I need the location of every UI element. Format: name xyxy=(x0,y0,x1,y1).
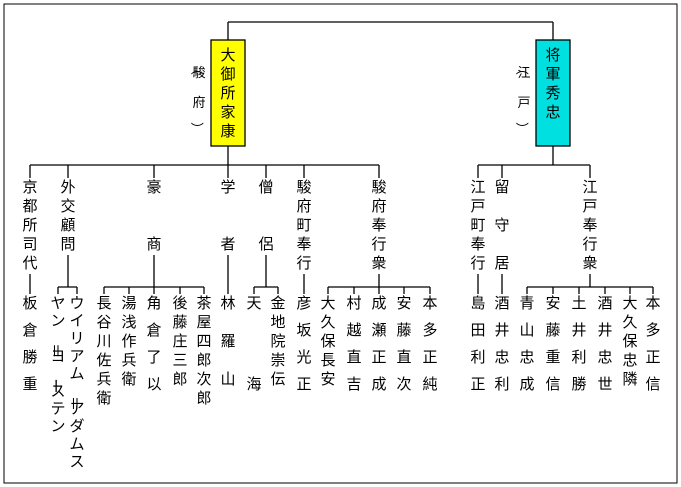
ieyasu-member-4-0: 金地院崇伝 xyxy=(270,294,285,388)
ieyasu-member-2-2: 角倉了以 xyxy=(146,294,161,393)
ieyasu-member-6-2: 成瀬正成 xyxy=(371,294,386,393)
hidetada-member-2-0: 本多正信 xyxy=(645,294,660,393)
ieyasu-title: 大御所家康 xyxy=(220,46,235,140)
hidetada-member-2-3: 土井利勝 xyxy=(571,294,586,393)
ieyasu-place: （駿 府） xyxy=(188,62,205,135)
ieyasu-member-6-4: 大久保長安 xyxy=(320,294,335,388)
hidetada-box xyxy=(535,39,571,147)
ieyasu-member-2-3: 湯浅作兵衛 xyxy=(121,294,136,388)
ieyasu-branch-label-2: 豪 商 xyxy=(146,178,161,253)
hidetada-member-0-0: 島田利正 xyxy=(470,294,485,393)
ieyasu-member-6-3: 村越直吉 xyxy=(346,294,361,393)
ieyasu-member-1-0: ウイリアム＝アダムス xyxy=(65,294,84,470)
ieyasu-member-2-4: 長谷川佐兵衛 xyxy=(96,294,111,407)
ieyasu-member-3-0: 林 羅 山 xyxy=(220,294,235,388)
hidetada-branch-label-0: 江戸町奉行 xyxy=(470,178,485,272)
ieyasu-branch-label-5: 駿府町奉行 xyxy=(296,178,311,272)
ieyasu-member-6-1: 安藤直次 xyxy=(396,294,411,393)
ieyasu-box xyxy=(210,39,246,147)
hidetada-member-1-0: 酒井忠利 xyxy=(494,294,509,393)
ieyasu-member-4-1: 天 海 xyxy=(246,294,261,393)
ieyasu-member-6-0: 本多正純 xyxy=(422,294,437,393)
ieyasu-branch-label-6: 駿府奉行衆 xyxy=(371,178,386,272)
hidetada-member-2-1: 大久保忠隣 xyxy=(622,294,637,388)
ieyasu-branch-label-1: 外交顧問 xyxy=(60,178,75,253)
ieyasu-branch-label-3: 学 者 xyxy=(220,178,235,253)
hidetada-member-2-5: 青山忠成 xyxy=(519,294,534,393)
ieyasu-branch-label-0: 京都所司代 xyxy=(22,178,37,272)
hidetada-place: （江 戸） xyxy=(513,62,530,135)
ieyasu-member-2-0: 茶屋四郎次郎 xyxy=(196,294,211,407)
ieyasu-member-0-0: 板倉勝重 xyxy=(22,294,37,393)
ieyasu-member-5-0: 彦坂光正 xyxy=(296,294,311,393)
ieyasu-member-2-1: 後藤庄三郎 xyxy=(172,294,187,388)
hidetada-branch-label-2: 江戸奉行衆 xyxy=(582,178,597,272)
hidetada-title: 将軍秀忠 xyxy=(545,46,560,121)
hidetada-member-2-2: 酒井忠世 xyxy=(597,294,612,393)
ieyasu-branch-label-4: 僧 侶 xyxy=(258,178,273,253)
hidetada-branch-label-1: 留 守 居 xyxy=(494,178,509,272)
ieyasu-member-1-1: ヤン＝ヨーステン xyxy=(46,294,65,435)
hidetada-member-2-4: 安藤重信 xyxy=(545,294,560,393)
outer-border xyxy=(3,3,678,484)
